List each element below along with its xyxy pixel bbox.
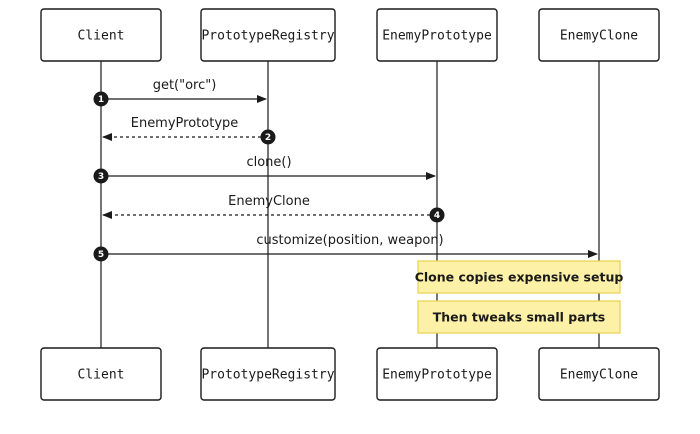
sequence-number: 4 — [434, 211, 440, 221]
note-box — [417, 260, 621, 294]
participant-label: EnemyClone — [560, 29, 638, 44]
message-label: customize(position, weapon) — [256, 233, 443, 248]
sequence-number-circle — [429, 207, 445, 223]
participant-label: PrototypeRegistry — [201, 29, 334, 44]
participant-clone-top: EnemyClone — [538, 8, 660, 62]
message-5: customize(position, weapon) 5 — [93, 233, 598, 262]
message-1: get("orc") 1 — [93, 78, 267, 107]
participant-label: EnemyPrototype — [382, 29, 492, 44]
sequence-number: 2 — [265, 133, 271, 143]
sequence-number: 5 — [98, 250, 104, 260]
participant-registry-top: PrototypeRegistry — [200, 8, 336, 62]
participant-client-top: Client — [40, 8, 162, 62]
participant-prototype-top: EnemyPrototype — [376, 8, 498, 62]
message-4: EnemyClone 4 — [102, 194, 445, 223]
note-text: Clone copies expensive setup — [415, 270, 624, 285]
message-3: clone() 3 — [93, 155, 436, 184]
participant-prototype-bottom: EnemyPrototype — [376, 347, 498, 401]
message-label: EnemyPrototype — [131, 116, 239, 131]
participant-client-bottom: Client — [40, 347, 162, 401]
participant-label: Client — [78, 29, 125, 44]
participant-label: EnemyClone — [560, 368, 638, 383]
participant-label: PrototypeRegistry — [201, 368, 334, 383]
sequence-number-circle — [93, 168, 109, 184]
participant-box — [538, 347, 660, 401]
message-label: get("orc") — [153, 78, 217, 93]
participant-box — [40, 8, 162, 62]
sequence-number-circle — [93, 246, 109, 262]
message-label: clone() — [246, 155, 291, 170]
participant-box — [376, 8, 498, 62]
sequence-number: 1 — [98, 95, 104, 105]
participant-box — [200, 8, 336, 62]
participant-box — [200, 347, 336, 401]
participant-label: Client — [78, 368, 125, 383]
sequence-number-badge: 5 — [93, 246, 109, 262]
message-2: EnemyPrototype 2 — [102, 116, 276, 145]
participant-clone-bottom: EnemyClone — [538, 347, 660, 401]
note-2: Then tweaks small parts — [417, 300, 621, 334]
sequence-number-badge: 3 — [93, 168, 109, 184]
sequence-number-circle — [93, 91, 109, 107]
sequence-number: 3 — [98, 172, 104, 182]
participants-bottom: Client PrototypeRegistry EnemyPrototype Ene… — [40, 347, 660, 401]
participant-label: EnemyPrototype — [382, 368, 492, 383]
message-label: EnemyClone — [228, 194, 310, 209]
lifelines — [100, 61, 600, 348]
sequence-number-badge: 2 — [260, 129, 276, 145]
participants-top: Client PrototypeRegistry EnemyPrototype Ene… — [40, 8, 660, 62]
participant-registry-bottom: PrototypeRegistry — [200, 347, 336, 401]
sequence-number-badge: 4 — [429, 207, 445, 223]
participant-box — [376, 347, 498, 401]
sequence-number-circle — [260, 129, 276, 145]
participant-box — [40, 347, 162, 401]
note-box — [417, 300, 621, 334]
note-1: Clone copies expensive setup — [415, 260, 624, 294]
note-text: Then tweaks small parts — [433, 310, 605, 325]
participant-box — [538, 8, 660, 62]
sequence-number-badge: 1 — [93, 91, 109, 107]
